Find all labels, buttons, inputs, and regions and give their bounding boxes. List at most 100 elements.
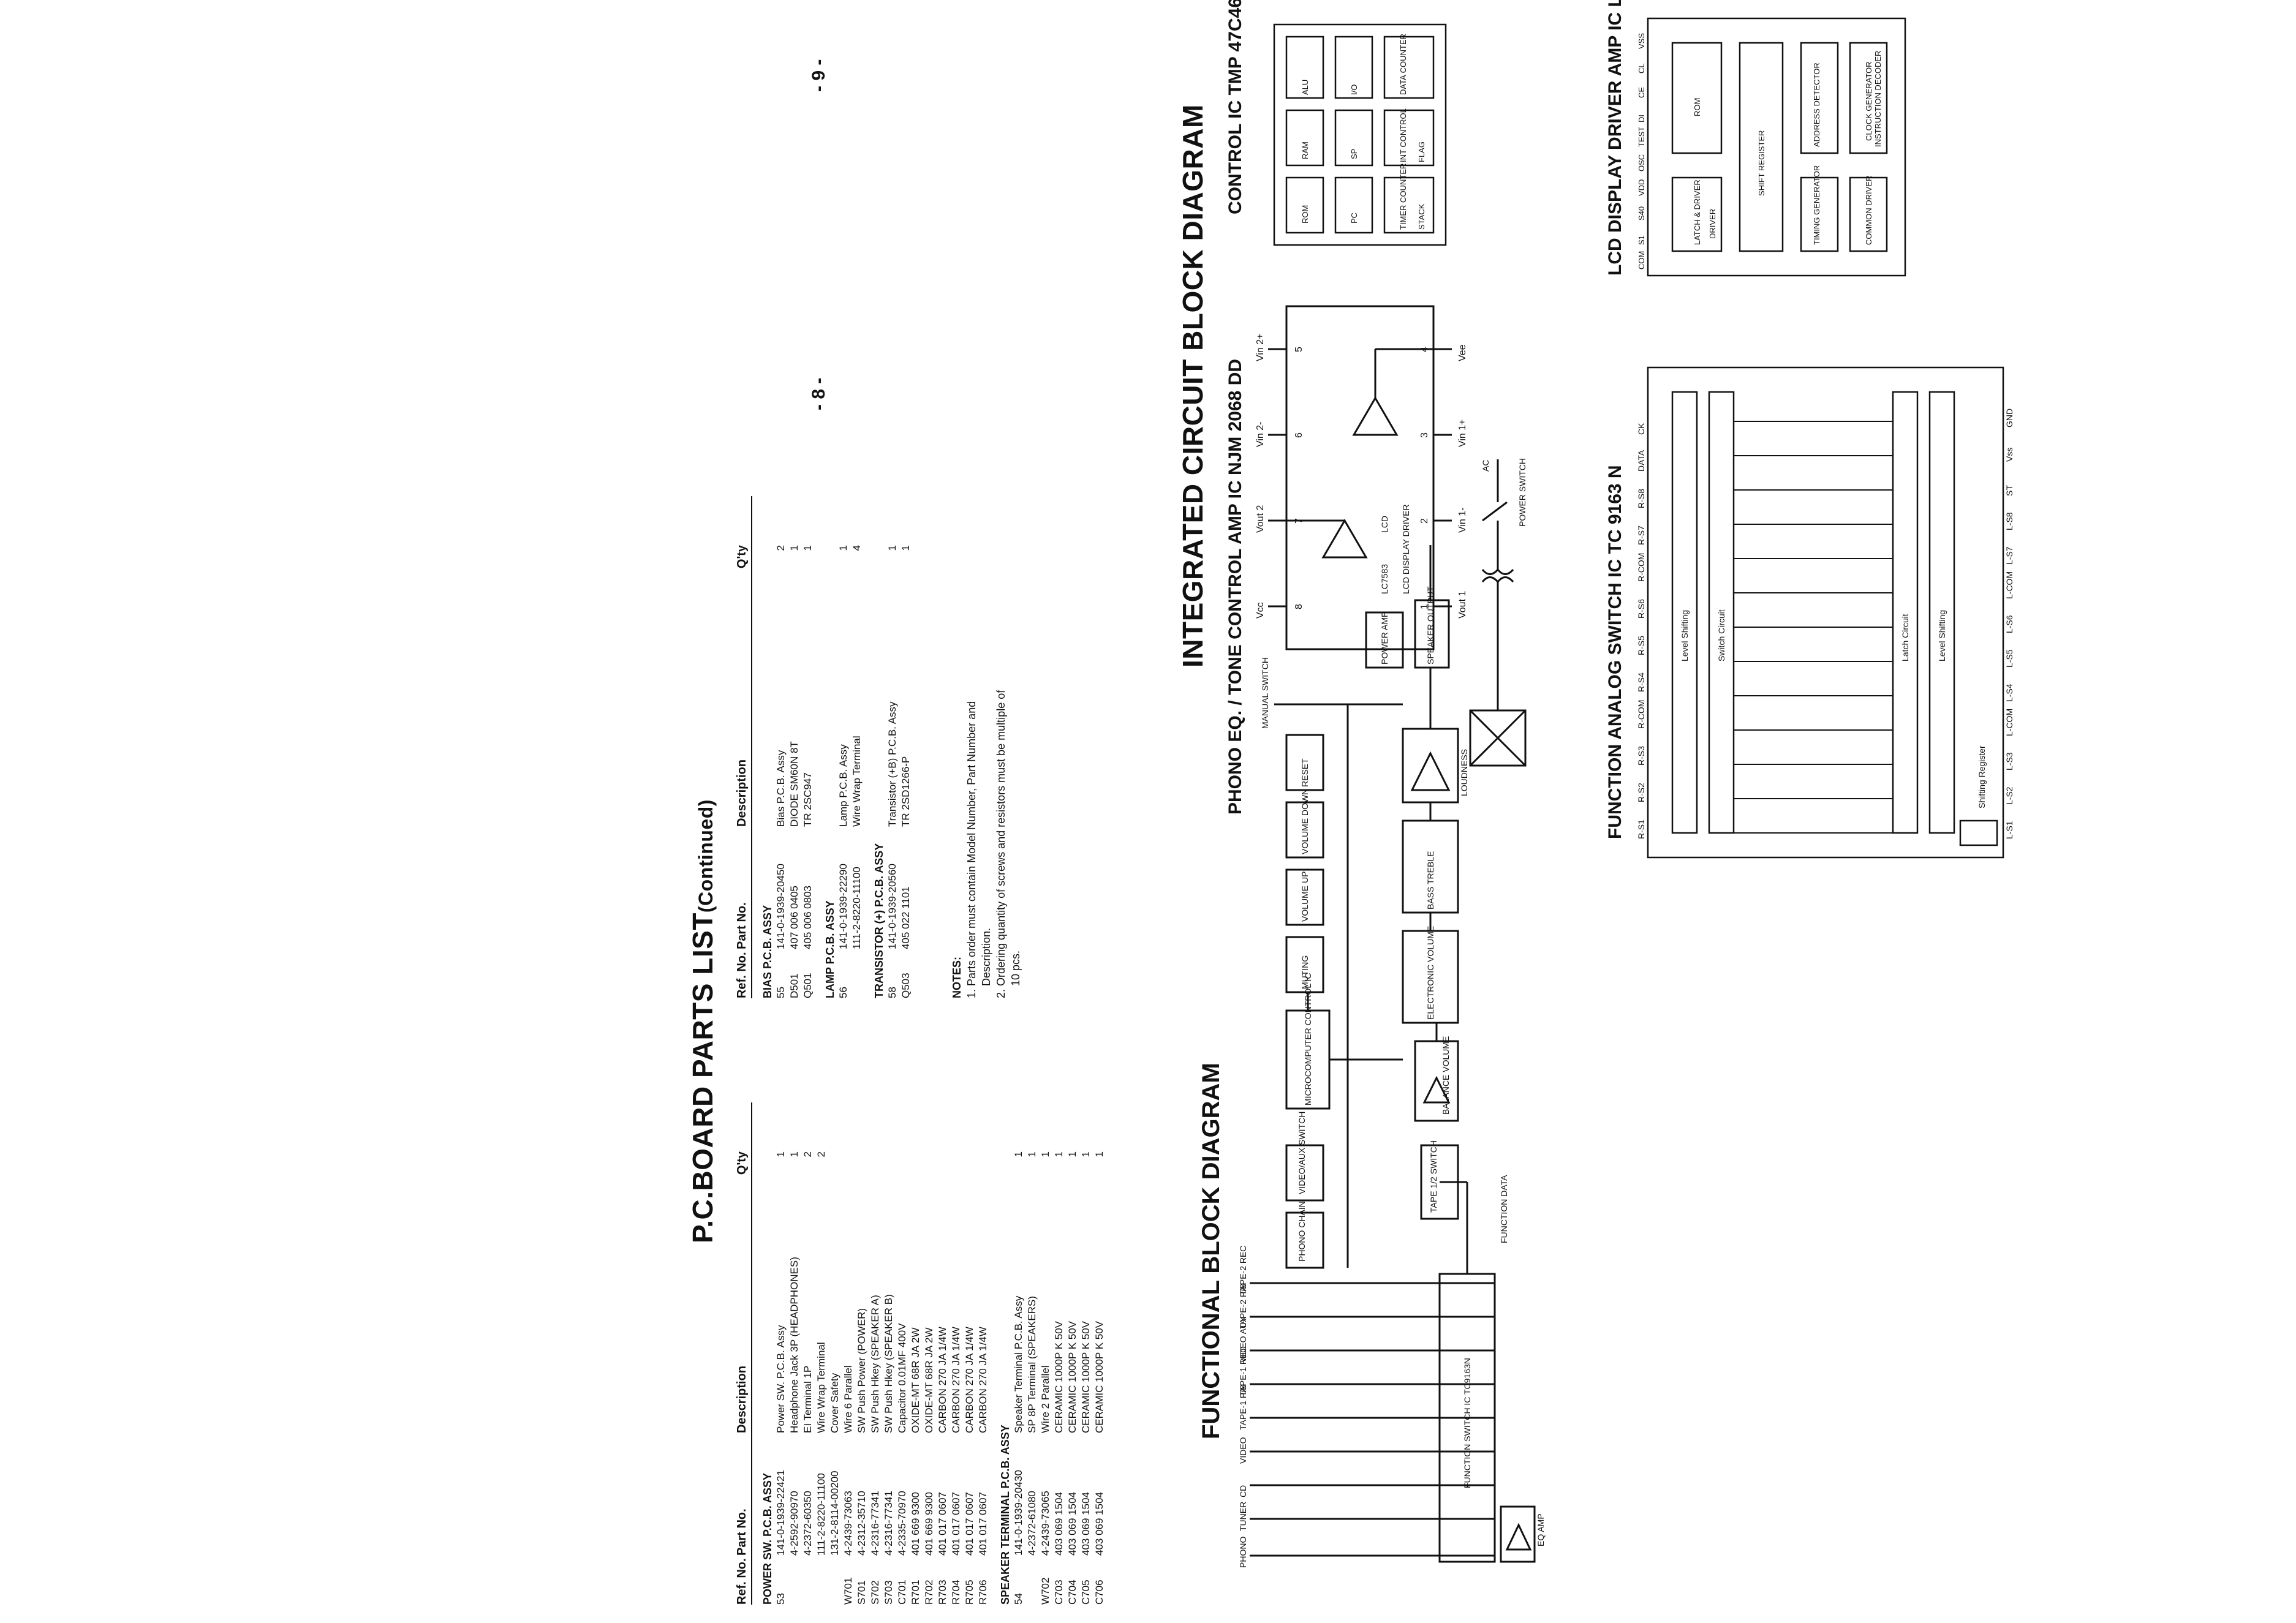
col-part: Part No.	[735, 1508, 749, 1556]
phono-pin-label: Vin 2+	[1255, 333, 1266, 361]
cell-desc: Wire Wrap Terminal	[851, 736, 863, 827]
cell-desc: Transistor (+B) P.C.B. Assy	[886, 701, 898, 827]
cell-qty: 1	[775, 1151, 787, 1158]
cell-qty: 2	[775, 545, 787, 551]
cell-qty: 4	[851, 545, 863, 551]
fbd-ac-label: AC	[1481, 460, 1490, 472]
cell-qty: 1	[788, 545, 800, 551]
cell-qty: 1	[788, 1151, 800, 1158]
fn-right-pin: R-S7	[1636, 525, 1646, 545]
cell-ref: 54	[1013, 1593, 1024, 1605]
fbd-lc7583-label: LC7583	[1380, 564, 1389, 594]
cell-qty: 1	[900, 545, 912, 551]
cell-qty	[855, 1151, 869, 1176]
cell-ref: R701	[910, 1580, 921, 1605]
cell-desc: CARBON 270 JA 1/4W	[950, 1327, 962, 1433]
fn-left-pin: L-S4	[2004, 683, 2014, 702]
notes-title: NOTES:	[951, 956, 963, 998]
parts-list-title-suffix: (Continued)	[695, 799, 717, 913]
parts-table-right: Ref. No. Part No. Description Q'ty BIAS …	[735, 496, 1023, 998]
cell-qty: 2	[815, 1151, 827, 1158]
cell-part: 403 069 1504	[1093, 1492, 1105, 1556]
lcd-block-label: INSTRUCTION DECODER	[1873, 51, 1882, 147]
fn-lines	[1734, 421, 1893, 834]
cell-part: 405 006 0803	[802, 886, 814, 949]
input-label: TUNER	[1238, 1502, 1248, 1531]
cell-ref: W701	[842, 1577, 854, 1605]
fbd-function-switch-label: FUNCTION SWITCH IC TC9163N	[1462, 1358, 1472, 1488]
lcd-pin-label: TEST	[1637, 127, 1646, 147]
phono-pin-label: Vout 1	[1457, 591, 1468, 619]
col-desc: Description	[735, 1365, 749, 1433]
cell-part: 4-2335-70970	[896, 1491, 908, 1556]
control-block-label: SP	[1350, 149, 1359, 159]
fn-block-label: Latch Circuit	[1900, 614, 1910, 661]
fbd-lcd-display-label: LCD DISPLAY DRIVER	[1401, 504, 1411, 594]
fbd-loudness-label: LOUDNESS	[1459, 749, 1469, 796]
cell-ref: W702	[1040, 1577, 1051, 1605]
cell-qty	[869, 1151, 882, 1176]
phono-title: PHONO EQ. / TONE CONTROL AMP IC NJM 2068…	[1225, 358, 1245, 815]
cell-ref	[815, 1556, 828, 1605]
cell-part: 403 069 1504	[1080, 1492, 1092, 1556]
cell-ref: C706	[1093, 1580, 1105, 1605]
lcd-pin-label: DI	[1637, 115, 1646, 122]
lcd-pin-label: S1	[1637, 235, 1646, 245]
phono-pin-label: Vin 1+	[1457, 419, 1468, 447]
lcd-pin-label: VDD	[1637, 179, 1646, 196]
cell-part: 141-0-1939-22290	[837, 864, 849, 949]
cell-qty: 1	[1053, 1151, 1065, 1158]
cell-part: 401 669 9300	[923, 1492, 935, 1556]
cell-desc: SW Push Power (POWER)	[856, 1308, 867, 1433]
phono-pin-number: 5	[1294, 347, 1304, 352]
cell-part: 141-0-1939-22421	[775, 1470, 787, 1556]
lcd-block-label: ROM	[1693, 98, 1702, 116]
fn-left-pin: L-S7	[2004, 546, 2014, 565]
col-desc: Description	[735, 759, 749, 827]
phono-pin-label: Vcc	[1255, 602, 1266, 619]
cell-ref: S701	[856, 1580, 867, 1605]
parts-group-title: POWER SW. P.C.B. ASSY	[761, 1472, 774, 1605]
cell-desc: Wire Wrap Terminal	[815, 1342, 827, 1433]
cell-desc: CARBON 270 JA 1/4W	[964, 1327, 975, 1433]
input-label: VIDEO AUX	[1238, 1316, 1248, 1363]
parts-list-title-text: P.C.BOARD PARTS LIST	[687, 913, 719, 1243]
cell-ref	[801, 1556, 815, 1605]
fbd-vol-down-label: VOLUME DOWN	[1300, 789, 1310, 854]
cell-ref: D501	[788, 973, 800, 998]
fbd-lcd-label: LCD	[1380, 516, 1389, 533]
cell-desc: OXIDE-MT 68R JA 2W	[923, 1327, 935, 1433]
fn-right-pin: R-S8	[1636, 489, 1646, 508]
cell-qty: 2	[802, 1151, 814, 1158]
lcd-block-label: ADDRESS DETECTOR	[1812, 62, 1821, 147]
cell-ref: 56	[837, 987, 849, 998]
cell-ref	[850, 949, 864, 998]
cell-desc: Wire 6 Parallel	[842, 1365, 854, 1433]
input-label: TAPE-2 REC	[1238, 1246, 1248, 1295]
cell-part: 407 006 0405	[788, 886, 800, 949]
cell-qty	[882, 1151, 896, 1176]
note-line: Description.	[980, 927, 992, 998]
control-block-label: STACK	[1417, 203, 1426, 230]
col-qty: Q'ty	[735, 545, 749, 569]
fbd-manual-switch-label: MANUAL SWITCH	[1260, 657, 1270, 729]
control-block-label: PC	[1350, 213, 1359, 224]
cell-part: 141-0-1939-20450	[775, 864, 787, 949]
cell-part: 4-2439-73065	[1040, 1491, 1051, 1556]
